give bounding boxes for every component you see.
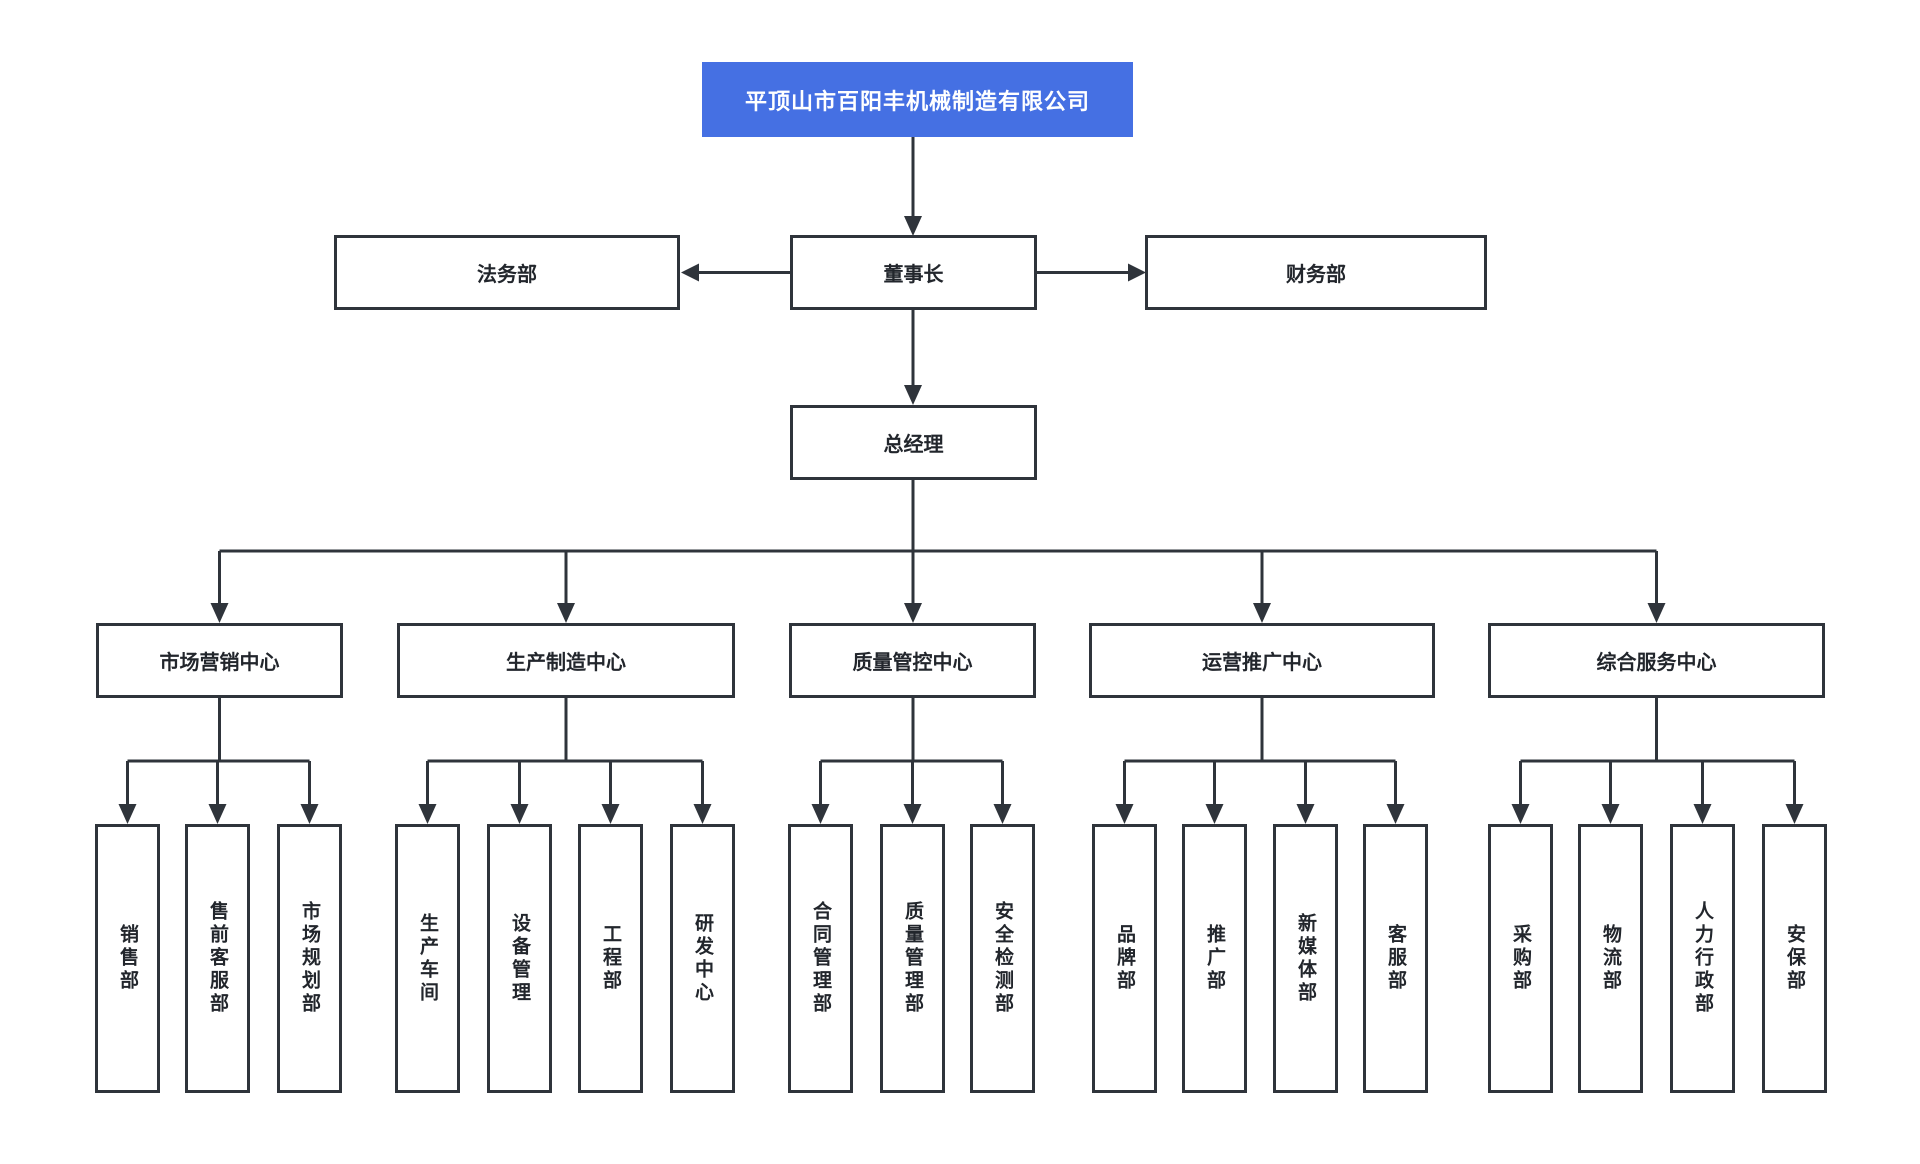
org-node-dept-new-media: 新媒体部 [1273,824,1338,1093]
org-node-center-services: 综合服务中心 [1488,623,1825,698]
org-node-dept-promotion: 推广部 [1182,824,1247,1093]
org-node-dept-quality-management: 质量管理部 [880,824,945,1093]
org-node-dept-sales: 销售部 [95,824,160,1093]
org-node-dept-hr-admin: 人力行政部 [1670,824,1735,1093]
org-node-dept-safety-inspection: 安全检测部 [970,824,1035,1093]
org-node-center-operations: 运营推广中心 [1089,623,1435,698]
org-node-dept-equipment-management: 设备管理 [487,824,552,1093]
org-node-dept-engineering: 工程部 [578,824,643,1093]
org-node-dept-procurement: 采购部 [1488,824,1553,1093]
org-node-dept-security: 安保部 [1762,824,1827,1093]
org-node-dept-contract-management: 合同管理部 [788,824,853,1093]
org-node-legal-dept: 法务部 [334,235,680,310]
org-node-dept-market-planning: 市场规划部 [277,824,342,1093]
org-node-center-production: 生产制造中心 [397,623,735,698]
org-node-dept-production-workshop: 生产车间 [395,824,460,1093]
org-node-center-quality: 质量管控中心 [789,623,1036,698]
org-node-chairman: 董事长 [790,235,1037,310]
org-node-general-manager: 总经理 [790,405,1037,480]
org-node-company: 平顶山市百阳丰机械制造有限公司 [702,62,1133,137]
org-node-dept-presales-service: 售前客服部 [185,824,250,1093]
org-node-dept-customer-service: 客服部 [1363,824,1428,1093]
org-node-finance-dept: 财务部 [1145,235,1487,310]
org-node-center-marketing: 市场营销中心 [96,623,343,698]
org-node-dept-brand: 品牌部 [1092,824,1157,1093]
org-node-dept-rnd-center: 研发中心 [670,824,735,1093]
org-node-dept-logistics: 物流部 [1578,824,1643,1093]
